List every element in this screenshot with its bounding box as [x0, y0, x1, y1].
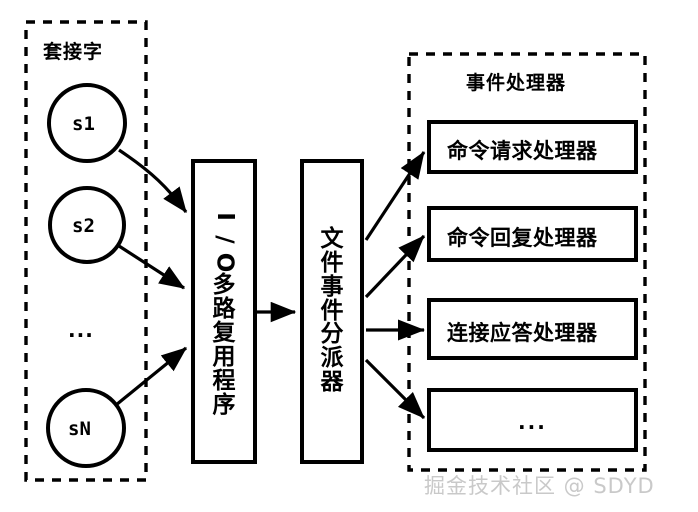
socket-circle-sn [46, 388, 126, 468]
sockets-group-border [24, 20, 148, 482]
arrow-dispatcher-to-handler-2 [364, 234, 426, 299]
arrow-s2-to-io [118, 244, 186, 290]
handler-box-2 [427, 206, 638, 262]
socket-circle-s2 [48, 186, 126, 264]
handler-box-1 [427, 120, 638, 174]
arrow-dispatcher-to-handler-1 [364, 151, 426, 241]
socket-circle-s1 [47, 83, 127, 163]
file-event-dispatcher-box [300, 159, 364, 464]
io-multiplexing-box [191, 159, 257, 464]
arrow-s1-to-io [118, 148, 188, 214]
handler-box-4 [427, 388, 638, 452]
arrow-dispatcher-to-handler-4 [364, 358, 426, 420]
handler-box-3 [427, 298, 638, 360]
arrow-sn-to-io [114, 346, 188, 407]
